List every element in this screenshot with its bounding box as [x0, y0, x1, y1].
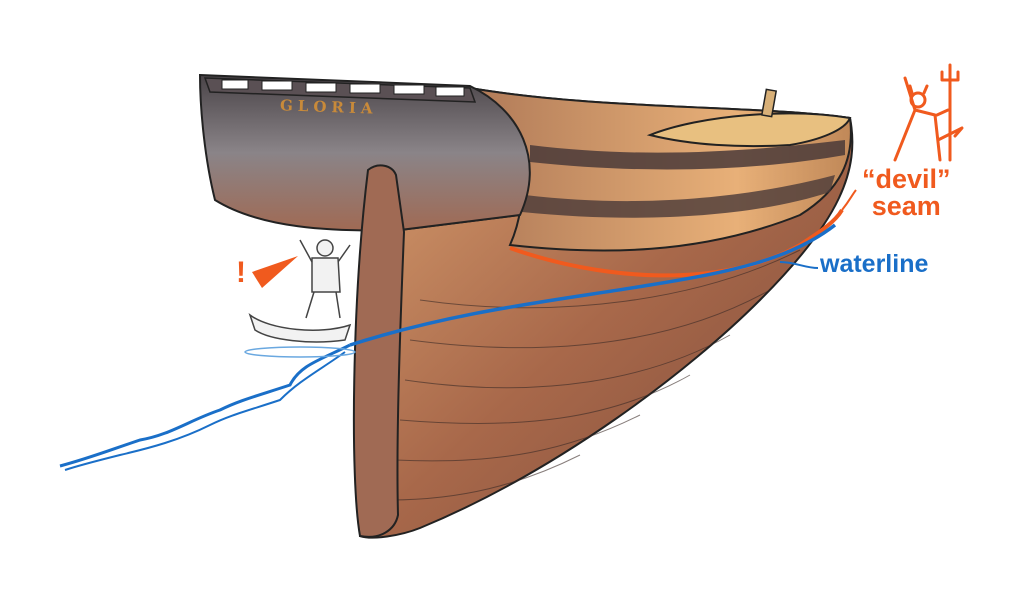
devil-seam-label-line2: seam — [871, 191, 941, 221]
planking — [389, 249, 801, 501]
stern-windows — [221, 79, 465, 97]
devil-seam-label: “devil” seam — [862, 166, 951, 220]
wake-line — [64, 351, 346, 471]
devil-seam-callout — [841, 189, 857, 211]
waterline-label: waterline — [820, 250, 929, 278]
wake-line — [59, 343, 351, 468]
alert-mark: ! — [236, 256, 246, 289]
ship-name: GLORIA — [279, 96, 378, 118]
waterline-callout — [779, 261, 819, 269]
wale-band — [530, 140, 845, 170]
devil-seam-label-line1: “devil” — [862, 164, 951, 194]
deck-post — [760, 88, 778, 118]
waterline-line — [349, 223, 837, 347]
devil-figure-icon — [893, 63, 964, 162]
rudder — [352, 164, 406, 538]
stern-transom — [198, 73, 531, 232]
alert-triangle-icon — [252, 256, 298, 288]
rowboat-figure-icon — [244, 239, 356, 358]
deck — [646, 112, 852, 148]
wale-band — [522, 175, 835, 218]
